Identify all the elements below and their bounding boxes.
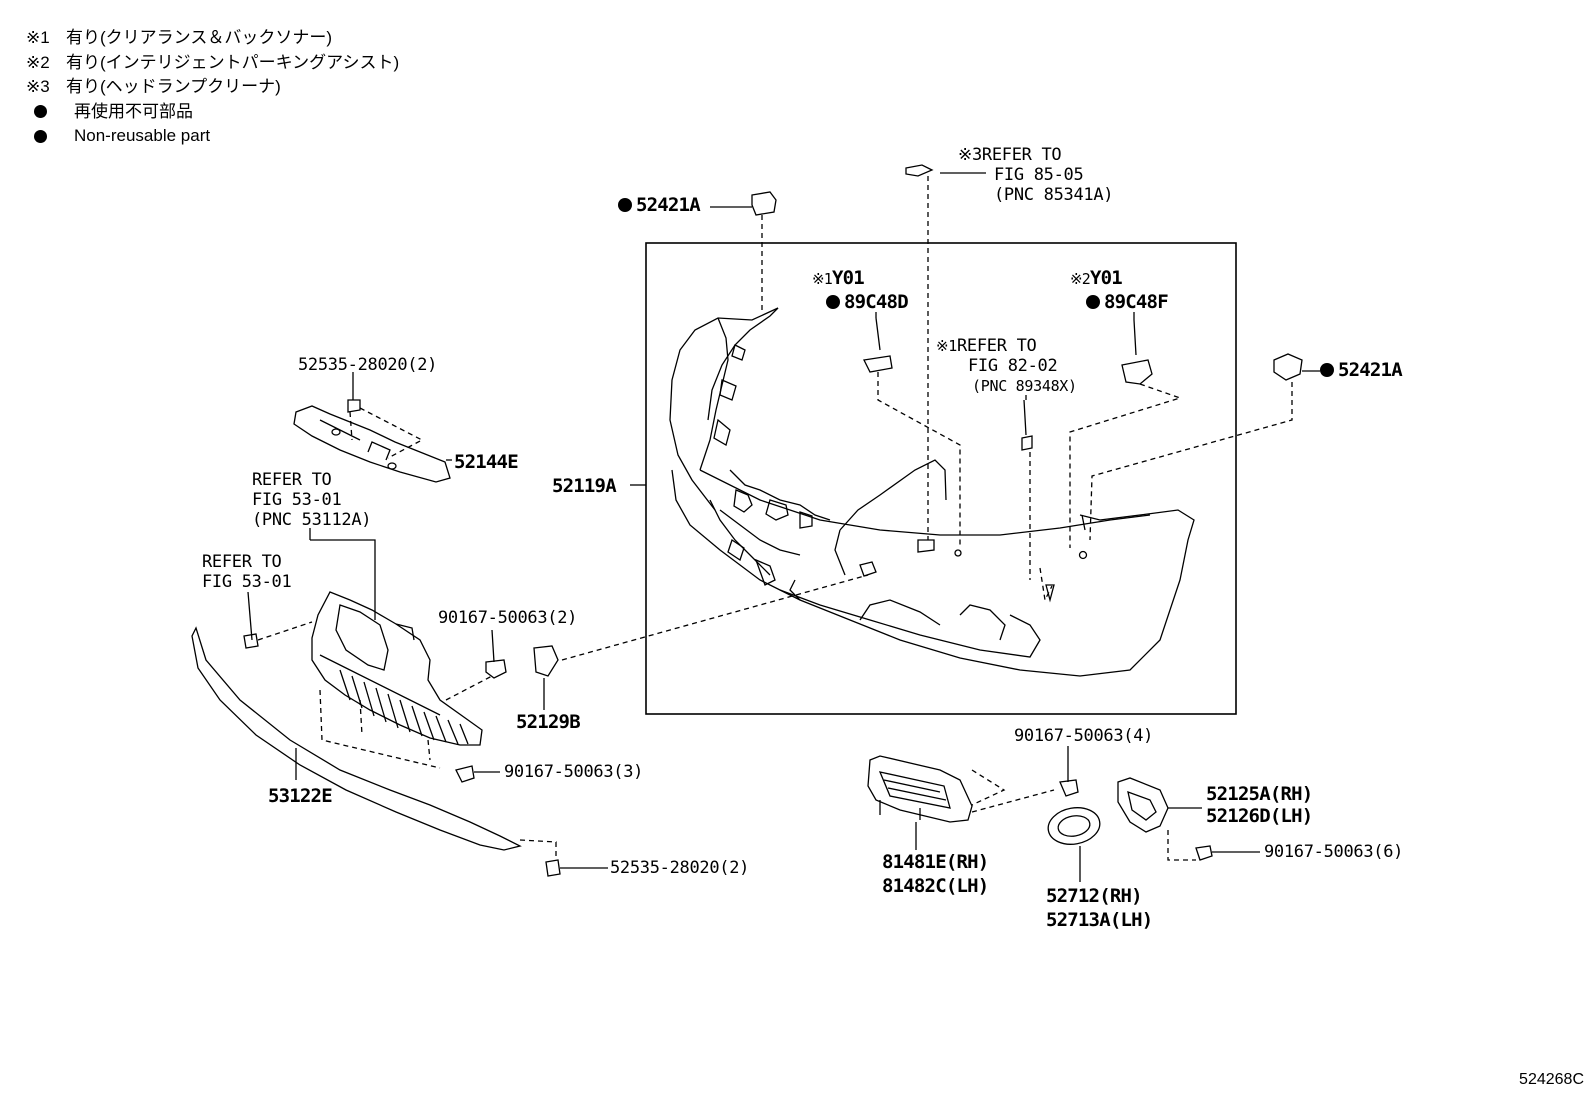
part-89348X-shape: [1021, 399, 1033, 451]
part-52129B-shape: [533, 645, 559, 677]
clip-53-01-shape: [243, 633, 259, 649]
refer-53-01-a-line2: FIG 53-01: [252, 490, 342, 510]
bolt-90167-3-shape: [455, 765, 475, 783]
label-89C48F-text: 89C48F: [1104, 291, 1169, 313]
label-52126D[interactable]: 52126D(LH): [1206, 805, 1313, 827]
label-89C48D[interactable]: 89C48D: [826, 291, 909, 313]
refer-85-line3: (PNC 85341A): [994, 185, 1114, 205]
label-52125A[interactable]: 52125A(RH): [1206, 783, 1313, 805]
legend-text-1: 有り(クリアランス＆バックソナー): [66, 28, 332, 47]
y01-a-mark: ※1: [812, 270, 833, 288]
label-52421A-left-text: 52421A: [636, 194, 701, 216]
legend-mark-2: ※2: [26, 52, 50, 72]
y01-b-mark: ※2: [1070, 270, 1091, 288]
label-89C48D-text: 89C48D: [844, 291, 909, 313]
non-reusable-bullet-icon: [1086, 295, 1100, 309]
bolt-90167-6-shape: [1195, 845, 1213, 861]
label-52129B[interactable]: 52129B: [516, 711, 581, 733]
label-90167-50063-3[interactable]: 90167-50063(3): [504, 762, 644, 782]
grille-drawing: [311, 591, 483, 746]
label-y01-a: ※1Y01: [812, 267, 865, 289]
label-90167-50063-6[interactable]: 90167-50063(6): [1264, 842, 1404, 862]
y01-a-text: Y01: [832, 267, 865, 289]
label-52535-28020-bottom[interactable]: 52535-28020(2): [610, 858, 750, 878]
part-52421A-left-shape: [751, 191, 777, 216]
refer-53-01-b-line2: FIG 53-01: [202, 572, 292, 592]
bolt-90167-4-shape: [1059, 746, 1079, 797]
non-reusable-bullet-icon: [1320, 363, 1334, 377]
legend-text-4: 再使用不可部品: [74, 101, 193, 121]
clip-52535-top-shape: [347, 399, 361, 413]
refer-85-mark: ※3: [958, 145, 982, 165]
label-52421A-right[interactable]: 52421A: [1320, 359, 1403, 381]
non-reusable-bullet-icon: [34, 105, 47, 119]
sensor-89C48F-shape: [1121, 319, 1153, 385]
label-81482C[interactable]: 81482C(LH): [882, 875, 989, 897]
label-89C48F[interactable]: 89C48F: [1086, 291, 1169, 313]
legend-mark-1: ※1: [26, 28, 50, 47]
legend-row-4: 再使用不可部品: [26, 100, 399, 125]
bumper-assembly-frame: [645, 242, 1237, 715]
sensor-89C48D-shape: [863, 317, 893, 373]
legend-text-3: 有り(ヘッドランプクリーナ): [66, 77, 281, 96]
label-52144E[interactable]: 52144E: [454, 451, 519, 473]
legend-row-5: Non-reusable part: [26, 124, 399, 149]
part-52712-shape: [1047, 807, 1101, 845]
label-53122E[interactable]: 53122E: [268, 785, 333, 807]
label-52421A-right-text: 52421A: [1338, 359, 1403, 381]
label-52421A-left[interactable]: 52421A: [618, 194, 701, 216]
bumper-cover-drawing: [669, 307, 1195, 677]
refer-85-line2: FIG 85-05: [994, 165, 1084, 185]
refer-53-01-a-line3: (PNC 53112A): [252, 510, 372, 530]
part-53122E-shape: [191, 626, 522, 851]
figure-code: 524268C: [1519, 1071, 1584, 1088]
refer-85-05[interactable]: ※3REFER TO: [958, 145, 1062, 165]
non-reusable-bullet-icon: [618, 198, 632, 212]
legend: ※1 有り(クリアランス＆バックソナー) ※2 有り(インテリジェントパーキングアシ…: [26, 26, 399, 149]
refer-82-line3: (PNC 89348X): [972, 377, 1077, 395]
non-reusable-bullet-icon: [826, 295, 840, 309]
label-y01-b: ※2Y01: [1070, 267, 1123, 289]
label-52535-28020-top[interactable]: 52535-28020(2): [298, 355, 438, 375]
refer-82-line2: FIG 82-02: [968, 356, 1058, 376]
legend-text-5: Non-reusable part: [74, 126, 211, 145]
refer-53-01-a-line1[interactable]: REFER TO: [252, 470, 332, 490]
legend-row-3: ※3 有り(ヘッドランプクリーナ): [26, 75, 399, 100]
label-52712[interactable]: 52712(RH): [1046, 885, 1143, 907]
refer-85-line1: REFER TO: [981, 145, 1062, 165]
refer-53-01-b-line1[interactable]: REFER TO: [202, 552, 282, 572]
part-81481E-shape: [867, 755, 973, 823]
refer-82-mark: ※1: [936, 337, 957, 355]
part-52144E-shape: [293, 405, 451, 483]
refer-82-02[interactable]: ※1REFER TO: [936, 336, 1037, 356]
y01-b-text: Y01: [1090, 267, 1123, 289]
part-52421A-right-shape: [1273, 353, 1303, 381]
refer-82-line1: REFER TO: [957, 336, 1037, 356]
bolt-90167-2-shape: [485, 629, 507, 679]
legend-mark-3: ※3: [26, 77, 50, 96]
label-52713A[interactable]: 52713A(LH): [1046, 909, 1153, 931]
legend-text-2: 有り(インテリジェントパーキングアシスト): [66, 52, 400, 72]
label-90167-50063-4[interactable]: 90167-50063(4): [1014, 726, 1154, 746]
part-52125A-shape: [1117, 777, 1169, 833]
label-90167-50063-2[interactable]: 90167-50063(2): [438, 608, 578, 628]
non-reusable-bullet-icon: [34, 129, 47, 143]
legend-row-1: ※1 有り(クリアランス＆バックソナー): [26, 26, 399, 51]
part-85341A-shape: [905, 164, 934, 177]
legend-row-2: ※2 有り(インテリジェントパーキングアシスト): [26, 51, 399, 76]
clip-52535-bottom-shape: [545, 859, 561, 877]
label-81481E[interactable]: 81481E(RH): [882, 851, 989, 873]
label-52119A[interactable]: 52119A: [552, 475, 617, 497]
